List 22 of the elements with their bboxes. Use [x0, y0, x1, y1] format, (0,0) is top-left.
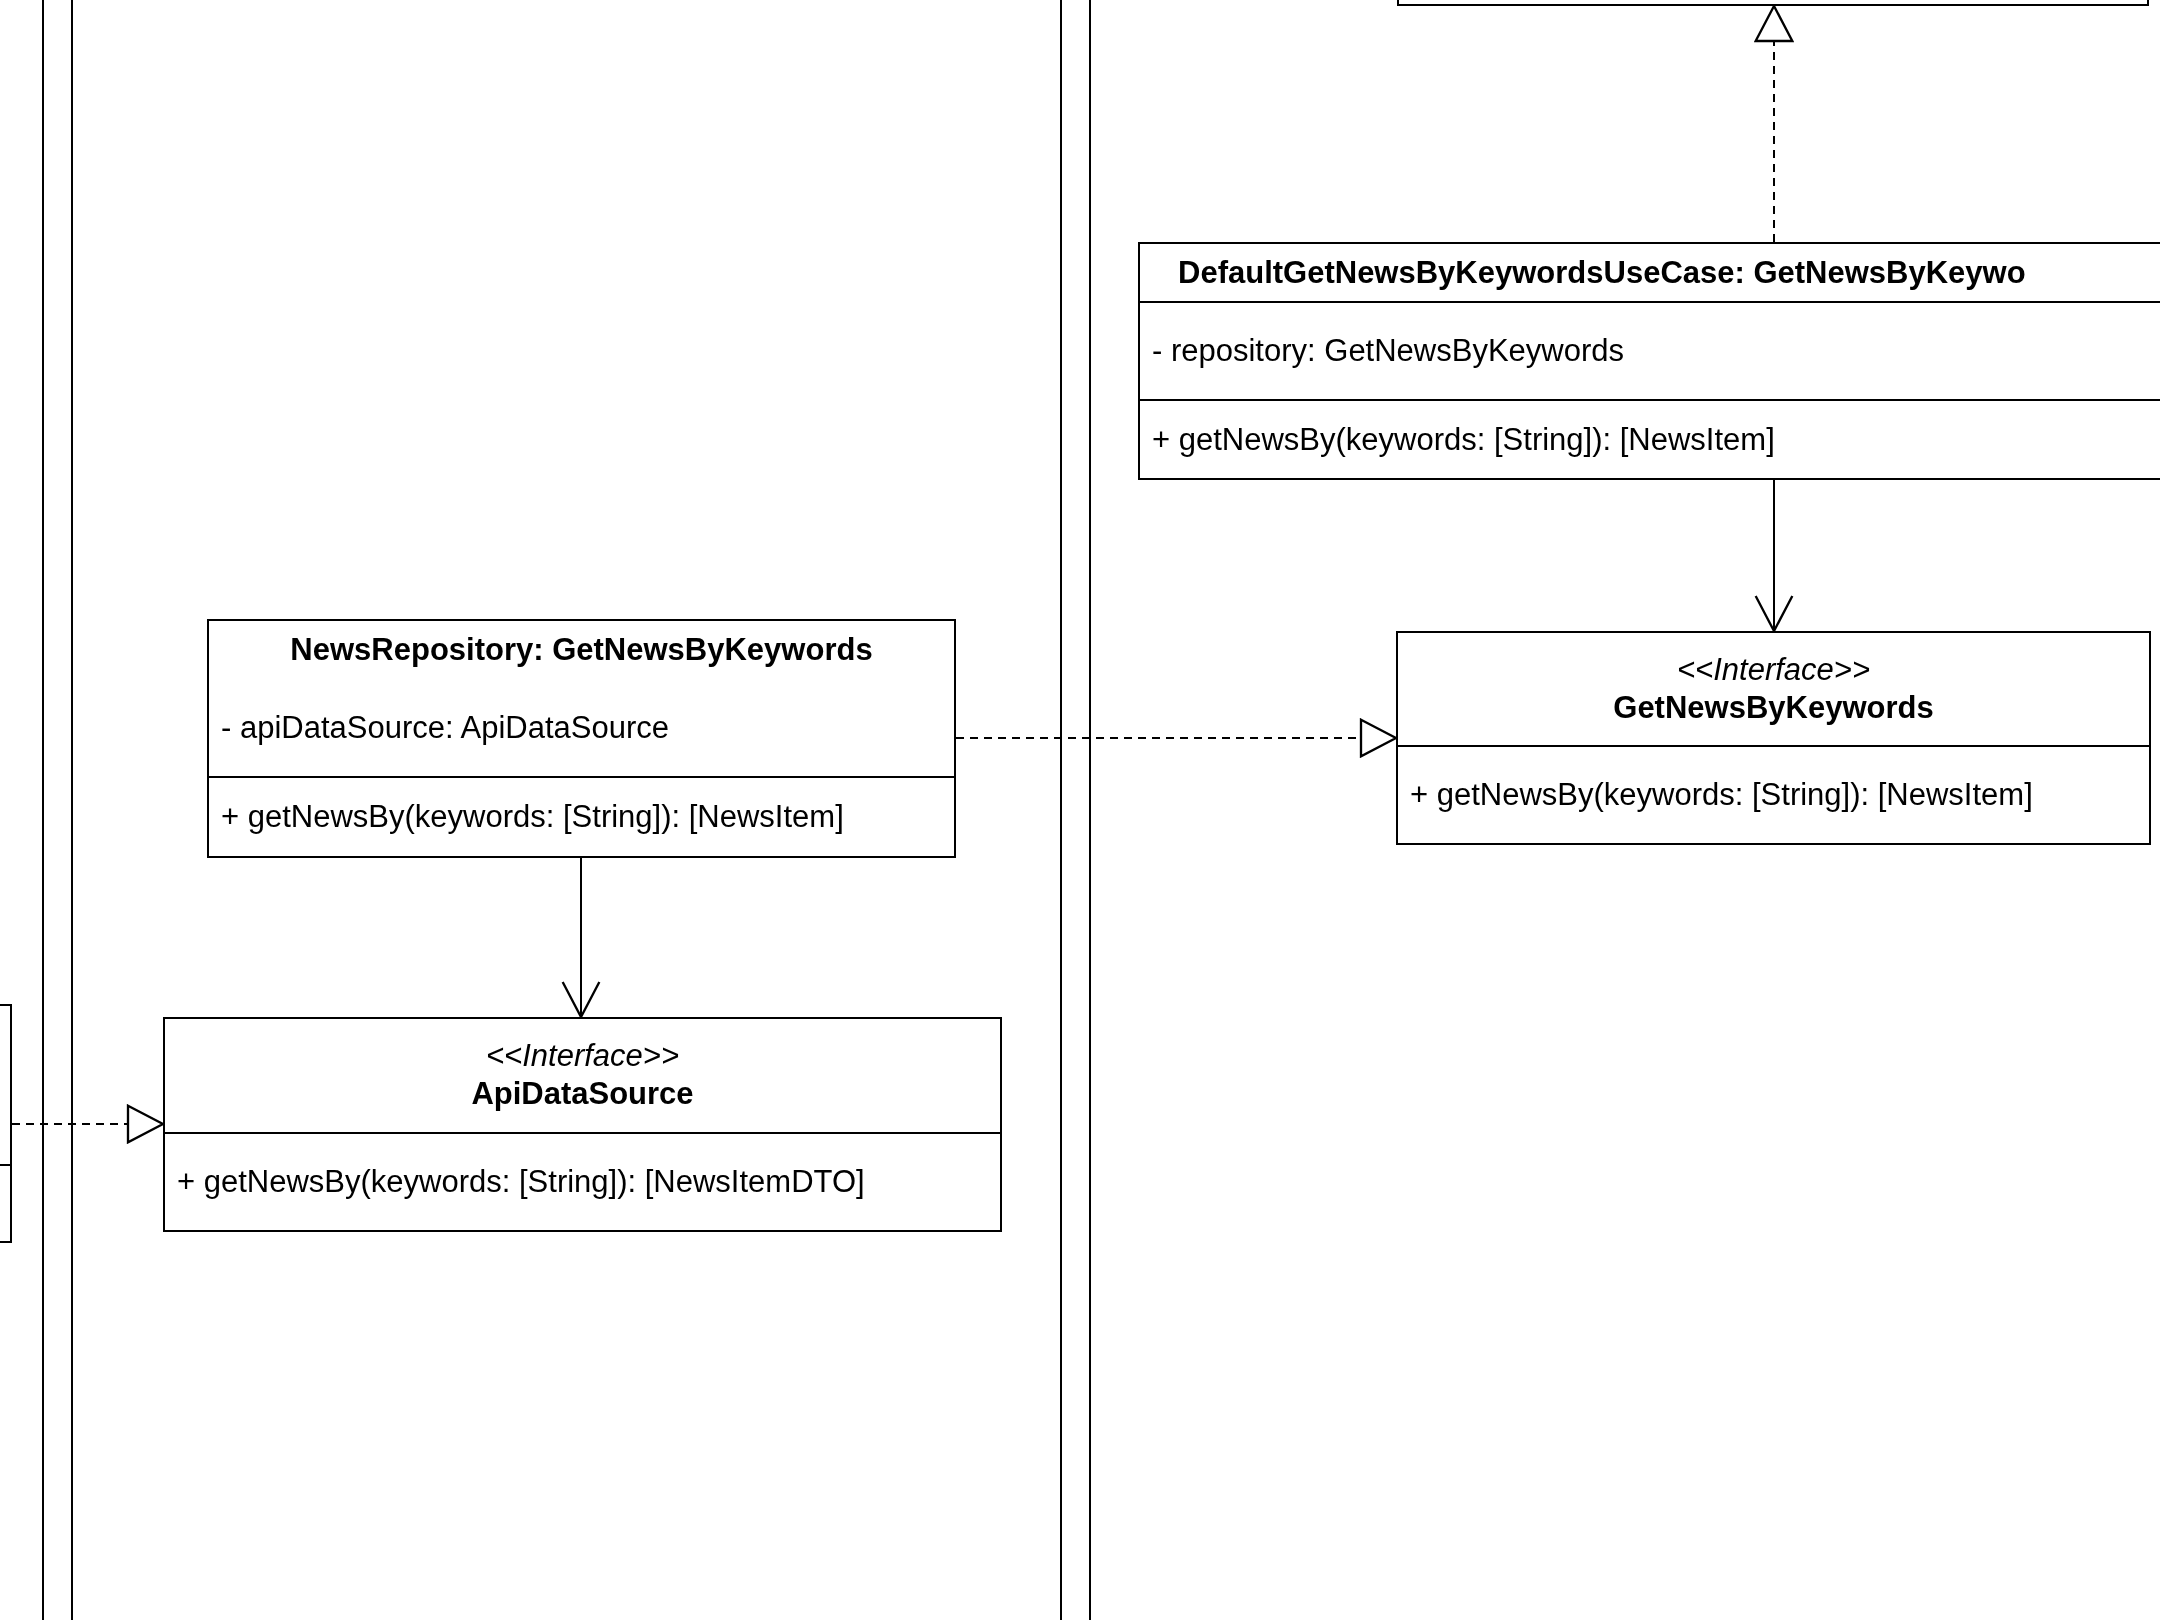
- realization-arrow: [11, 1104, 165, 1144]
- uml-class-box: [1138, 242, 2160, 480]
- uml-class-box: [207, 619, 956, 858]
- class-member: - apiDataSource: ApiDataSource: [221, 709, 670, 748]
- stereotype-label: <<Interface>>: [485, 1037, 679, 1076]
- class-name: NewsRepository: GetNewsByKeywords: [290, 631, 873, 670]
- association-arrow: [1754, 479, 1794, 633]
- class-box: [0, 1004, 12, 1243]
- class-member: + getNewsBy(keywords: [String]): [NewsItem]: [1152, 420, 1775, 459]
- class-member: - repository: GetNewsByKeywords: [1152, 332, 1625, 371]
- class-member: + getNewsBy(keywords: [String]): [NewsItemDTO]: [177, 1162, 865, 1201]
- association-arrow: [561, 857, 601, 1019]
- class-member: + getNewsBy(keywords: [String]): [NewsItem]: [1410, 775, 2033, 814]
- class-name: ApiDataSource: [471, 1075, 694, 1114]
- uml-class-box: [163, 1017, 1002, 1232]
- realization-arrow: [955, 718, 1398, 758]
- realization-arrow: [1754, 4, 1794, 243]
- uml-class-box: [1396, 631, 2151, 845]
- class-member: + getNewsBy(keywords: [String]): [NewsItem]: [221, 798, 844, 837]
- class-name: GetNewsByKeywords: [1613, 688, 1934, 727]
- class-name: DefaultGetNewsByKeywordsUseCase: GetNewsByKeywo: [1177, 253, 2026, 292]
- stereotype-label: <<Interface>>: [1676, 650, 1870, 689]
